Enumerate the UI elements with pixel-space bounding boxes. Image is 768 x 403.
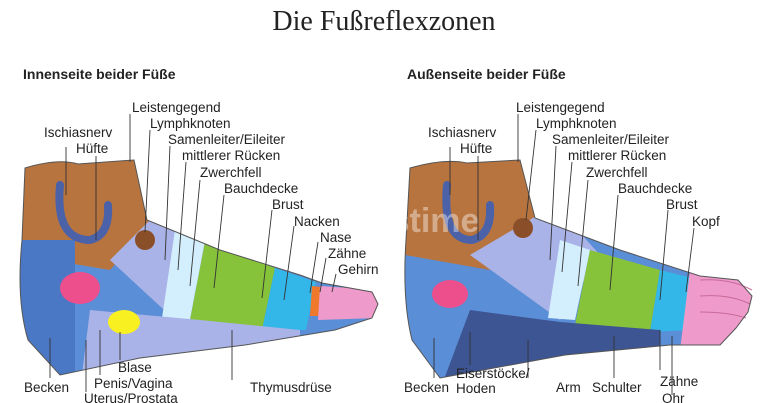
- abdomen-zone: [190, 242, 275, 330]
- label-leistengegend: Leistengegend: [516, 100, 605, 115]
- watermark: dreamstime: [289, 202, 480, 240]
- label-becken: Becken: [404, 380, 449, 395]
- outer-side-heading: Außenseite beider Füße: [407, 66, 566, 82]
- label-ohr: Ohr: [662, 391, 685, 403]
- label-ischiasnerv: Ischiasnerv: [44, 125, 113, 140]
- label-penis-vagina: Penis/Vagina: [94, 376, 173, 391]
- label-samenleiter: Samenleiter/Eileiter: [552, 132, 670, 147]
- sciatic-nerve-zone: [55, 181, 113, 245]
- sciatic-nerve-zone: [442, 181, 495, 245]
- page-title: Die Fußreflexzonen: [272, 6, 496, 37]
- heel-zone: [20, 240, 75, 375]
- label-lymphknoten: Lymphknoten: [150, 116, 231, 131]
- inner-side-heading: Innenseite beider Füße: [23, 66, 176, 82]
- label-huefte: Hüfte: [460, 141, 492, 156]
- label-huefte: Hüfte: [76, 141, 108, 156]
- label-ischiasnerv: Ischiasnerv: [428, 125, 497, 140]
- label-becken: Becken: [24, 380, 69, 395]
- label-kopf: Kopf: [692, 214, 720, 229]
- label-zaehne: Zähne: [660, 374, 698, 389]
- label-mittlerer-ruecken: mittlerer Rücken: [568, 148, 666, 163]
- label-eiserstoecke: Eiserstöcke/: [456, 366, 530, 381]
- diaphragm-zone: [548, 240, 590, 320]
- label-lymphknoten: Lymphknoten: [536, 116, 617, 131]
- label-bauchdecke: Bauchdecke: [224, 181, 298, 196]
- pelvis-zone: [432, 280, 468, 308]
- label-zaehne: Zähne: [328, 246, 366, 261]
- bladder-zone: [60, 272, 100, 304]
- toe-zone: [318, 286, 378, 320]
- label-nacken: Nacken: [294, 214, 340, 229]
- label-uterus-prostata: Uterus/Prostata: [84, 391, 178, 403]
- label-zwerchfell: Zwerchfell: [586, 165, 648, 180]
- diaphragm-zone: [162, 230, 205, 320]
- label-arm: Arm: [556, 380, 581, 395]
- label-zwerchfell: Zwerchfell: [200, 165, 262, 180]
- label-thymusdruese: Thymusdrüse: [250, 380, 332, 395]
- label-nase: Nase: [320, 230, 352, 245]
- label-leistengegend: Leistengegend: [132, 100, 221, 115]
- label-blase: Blase: [118, 360, 152, 375]
- outer-side-labels: Leistengegend Lymphknoten Ischiasnerv Hü…: [404, 100, 720, 403]
- hip-zone: [513, 218, 533, 238]
- chest-zone: [262, 268, 316, 330]
- label-gehirn: Gehirn: [338, 262, 379, 277]
- label-samenleiter: Samenleiter/Eileiter: [168, 132, 286, 147]
- inner-side-labels: Leistengegend Lymphknoten Ischiasnerv Hü…: [24, 100, 379, 403]
- hip-zone: [135, 230, 155, 250]
- outer-foot-illustration: [404, 159, 753, 379]
- bladder-dot: [108, 310, 140, 334]
- abdomen-zone: [575, 250, 660, 332]
- label-mittlerer-ruecken: mittlerer Rücken: [182, 148, 280, 163]
- label-brust: Brust: [272, 197, 304, 212]
- label-brust: Brust: [666, 197, 698, 212]
- inner-foot-outline: [19, 159, 379, 376]
- label-hoden: Hoden: [456, 381, 496, 396]
- label-schulter: Schulter: [592, 380, 642, 395]
- label-bauchdecke: Bauchdecke: [618, 181, 692, 196]
